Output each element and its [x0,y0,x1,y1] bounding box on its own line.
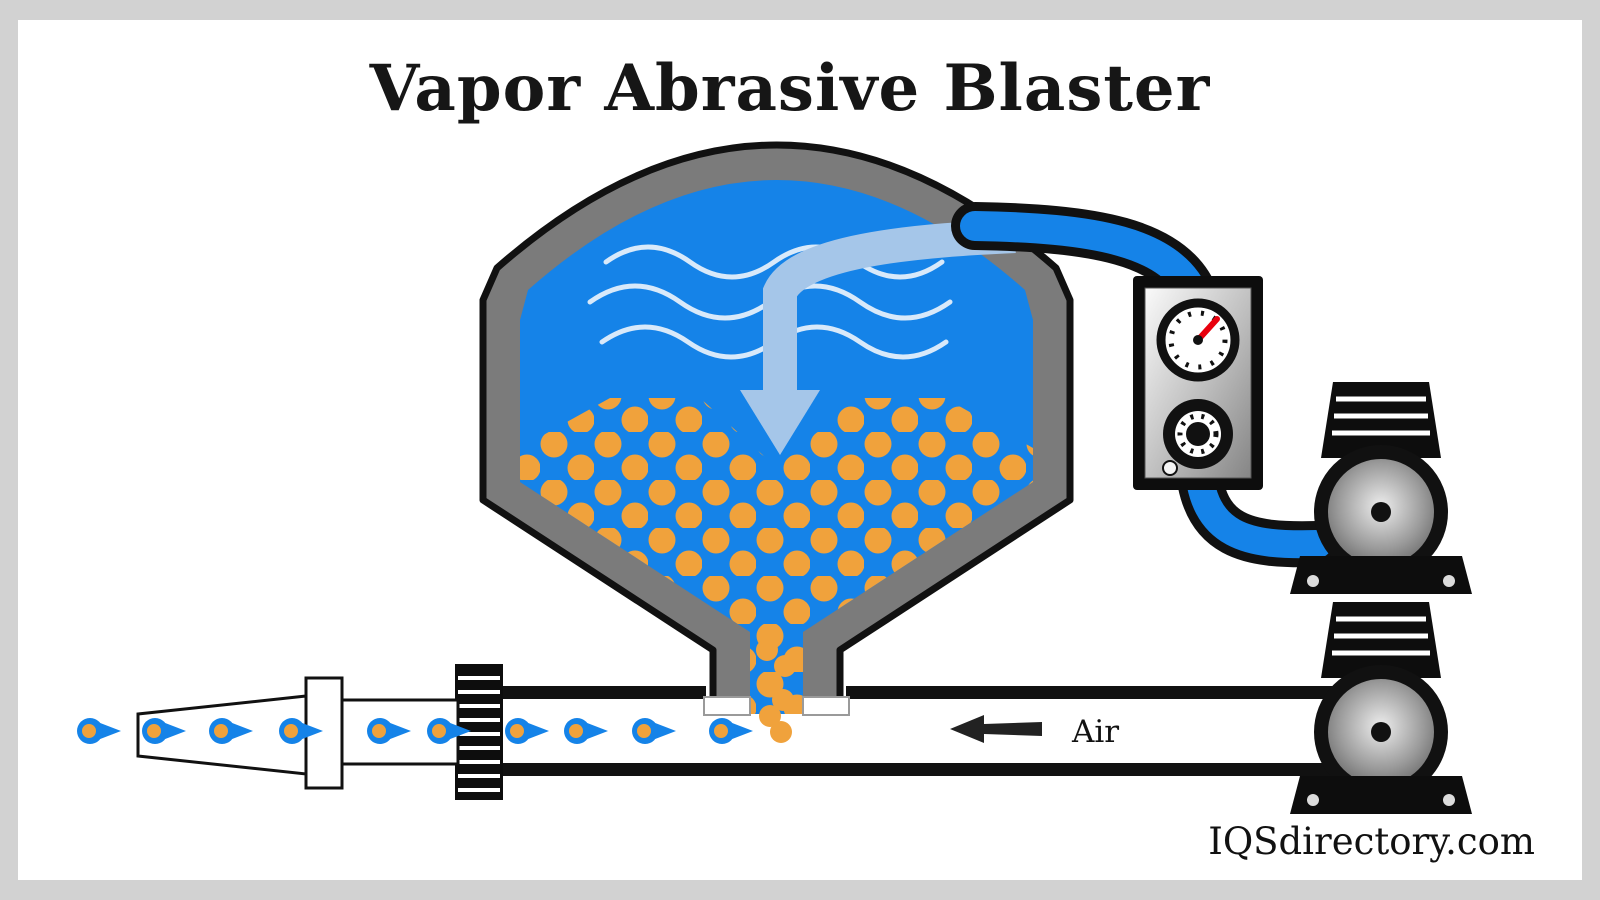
air-flow: Air [950,714,1119,750]
abrasive-particle [770,721,792,743]
abrasive-particle [758,673,780,695]
compressor-fins [1332,616,1430,656]
abrasive-particle [772,689,794,711]
air-compressor-lower [1290,602,1472,814]
pipe-top-wall-right [846,686,1346,699]
indicator-light-icon [1162,460,1178,476]
control-panel [1133,276,1263,490]
watermark: IQSdirectory.com [1208,820,1535,863]
compressor-fins [1332,396,1430,436]
bolt-hole [1307,794,1319,806]
abrasive-media-heap [520,398,1033,714]
coupling-ribs [458,676,500,792]
pipe-top-wall-left [458,686,706,699]
bolt-hole [1443,794,1455,806]
knob-center [1186,422,1210,446]
abrasive-particle [774,655,796,677]
abrasive-particle [756,639,778,661]
compressor-hub [1371,502,1391,522]
flange-tab-right [802,696,850,716]
knob-tick-ring [1177,413,1219,455]
air-label: Air [1071,714,1119,750]
blast-air-pipe [458,686,1346,776]
flow-arrow-head [740,390,820,455]
abrasive-particle [759,705,781,727]
diagram-title: Vapor Abrasive Blaster [369,51,1211,126]
gauge-tick-ring [1168,310,1228,370]
compressor-hub [1371,722,1391,742]
flange-tab-left [703,696,751,716]
bolt-hole [1307,575,1319,587]
bolt-hole [1443,575,1455,587]
air-flow-arrow [950,715,1042,743]
pipe-bottom-wall [458,763,1346,776]
compressor-base [1290,556,1472,594]
gauge-hub [1193,335,1203,345]
falling-abrasive-particles [756,639,796,743]
compressor-base [1290,776,1472,814]
wave-line [603,244,945,280]
air-compressor-upper [1290,382,1472,594]
funnel-flange [703,696,850,716]
